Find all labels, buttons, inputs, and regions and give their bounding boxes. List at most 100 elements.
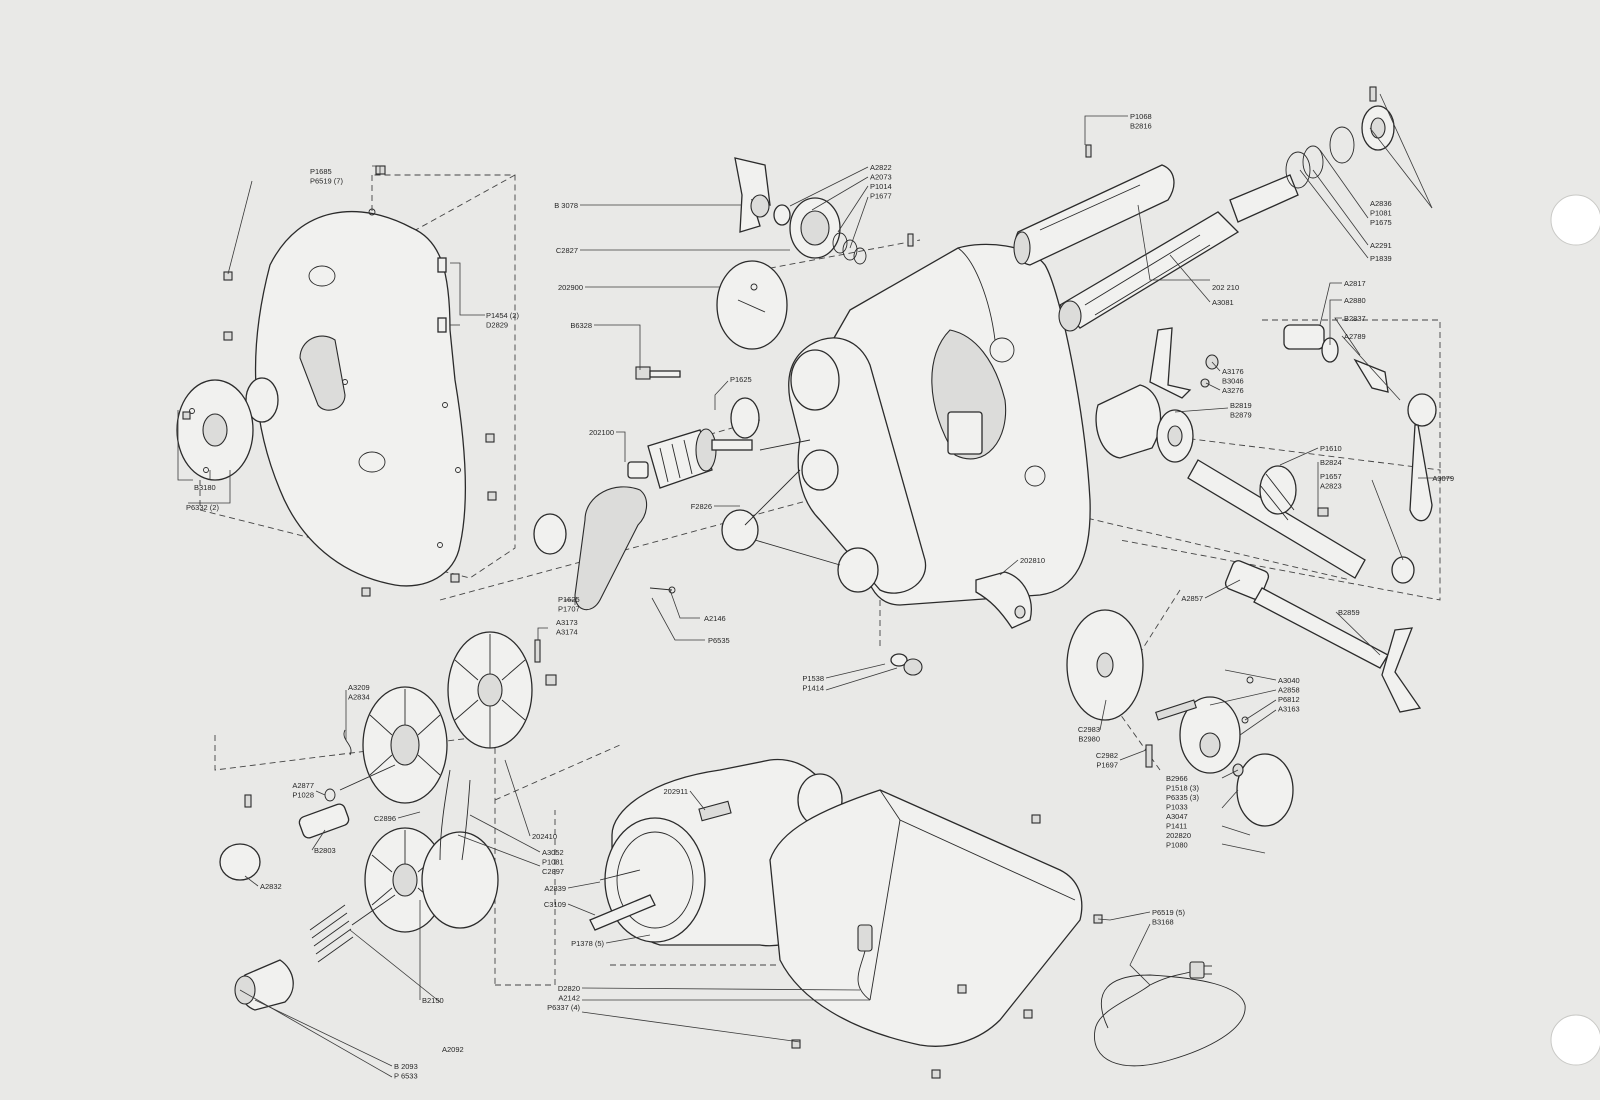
callout-line: A2834 (348, 693, 370, 702)
callout-line: A2836 (1370, 199, 1392, 208)
callout-line: A3174 (556, 628, 578, 637)
callout-line: P1657 (1320, 472, 1342, 481)
callout-line: P1414 (802, 684, 824, 693)
callout-line: B2837 (1344, 314, 1366, 323)
callout-line: A2857 (1181, 594, 1203, 603)
callout-line: P1378 (5) (571, 939, 604, 948)
callout-line: B3168 (1152, 918, 1174, 927)
callout-line: P6337 (4) (547, 1003, 580, 1012)
callout-c10: P1625 (730, 375, 752, 384)
washer-p1625 (730, 397, 760, 439)
callout-line: B3046 (1222, 377, 1244, 386)
callout-c14: A2146 (704, 614, 726, 623)
callout-line: A3209 (348, 683, 370, 692)
callout-line: A2858 (1278, 686, 1300, 695)
callout-line: P1839 (1370, 254, 1392, 263)
callout-c2: P1454 (2)D2829 (486, 311, 519, 330)
threaded-rod-a2857 (1224, 560, 1422, 713)
callout-line: P6535 (708, 636, 730, 645)
bracket-a3176 (1149, 327, 1219, 399)
callout-line: C2982 (1096, 751, 1118, 760)
callout-c20: A3081 (1212, 298, 1234, 307)
callout-c45: B2803 (314, 846, 336, 855)
callout-line: 202810 (1020, 556, 1045, 565)
callout-c50: A2839 (544, 884, 566, 893)
flywheel-upper (447, 631, 533, 749)
callout-line: A2832 (260, 882, 282, 891)
callout-c55: B2150 (422, 996, 444, 1005)
callout-line: P1538 (802, 674, 824, 683)
callout-line: A2839 (544, 884, 566, 893)
callout-line: A3079 (1432, 474, 1454, 483)
callout-c25: A2880 (1344, 296, 1366, 305)
callout-line: A3081 (1212, 298, 1234, 307)
timing-belt (574, 486, 648, 611)
drive-belt (439, 769, 471, 861)
gear-shaft-p1610 (1187, 459, 1415, 584)
bearing-rings-right (1285, 86, 1395, 189)
callout-line: A2823 (1320, 482, 1342, 491)
callout-line: C2897 (542, 867, 564, 876)
callout-c54: P6519 (5)B3168 (1152, 908, 1185, 927)
callout-line: A3276 (1222, 386, 1244, 395)
callout-line: B2859 (1338, 608, 1360, 617)
flywheel-bottom (364, 827, 499, 933)
callout-line: 202410 (532, 832, 557, 841)
callout-line: A3173 (556, 618, 578, 627)
callout-line: A3052 (542, 848, 564, 857)
callout-line: P6519 (5) (1152, 908, 1185, 917)
callout-line: P1028 (292, 791, 314, 800)
callout-line: F2826 (691, 502, 712, 511)
callout-line: P6812 (1278, 695, 1300, 704)
callout-line: P1707 (558, 605, 580, 614)
callout-c3: B3180 (194, 483, 216, 492)
callout-line: B3180 (194, 483, 216, 492)
nut-p1538 (890, 653, 923, 676)
callout-line: B2879 (1230, 411, 1252, 420)
guide-202810 (975, 571, 1032, 629)
mounting-frame (721, 337, 927, 594)
assembly-guide-lines (199, 174, 1441, 986)
callout-line: P1454 (2) (486, 311, 519, 320)
callout-line: A3047 (1166, 812, 1188, 821)
callout-line: B2803 (314, 846, 336, 855)
callout-c29: A3276 (1222, 386, 1244, 395)
hub-b2803 (219, 729, 396, 881)
callout-c44: C2896 (374, 814, 396, 823)
pulley-202100 (627, 428, 753, 489)
plate-202900 (716, 260, 788, 350)
belt-cover-plate (245, 208, 467, 587)
callout-line: A2789 (1344, 332, 1366, 341)
callout-c4: P6332 (2) (186, 503, 219, 512)
bolt-b6328 (635, 366, 681, 380)
callout-c7: C2827 (556, 246, 578, 255)
callout-line: A2146 (704, 614, 726, 623)
callout-c15: P6535 (708, 636, 730, 645)
callout-line: C3109 (544, 900, 566, 909)
callout-line: P1014 (870, 182, 892, 191)
callout-line: 202 210 (1212, 283, 1239, 292)
callout-line: B 3078 (554, 201, 578, 210)
callout-line: P1625 (730, 375, 752, 384)
callout-line: P1675 (1370, 218, 1392, 227)
collar-rings (773, 197, 914, 265)
callout-line: A3163 (1278, 705, 1300, 714)
callout-line: P1610 (1320, 444, 1342, 453)
callout-c56: A2092 (442, 1045, 464, 1054)
callout-line: B2816 (1130, 122, 1152, 131)
callout-line: P6335 (3) (1166, 793, 1199, 802)
callout-line: P1625 (558, 595, 580, 604)
callout-c24: A2817 (1344, 279, 1366, 288)
callout-line: P1081 (542, 858, 564, 867)
